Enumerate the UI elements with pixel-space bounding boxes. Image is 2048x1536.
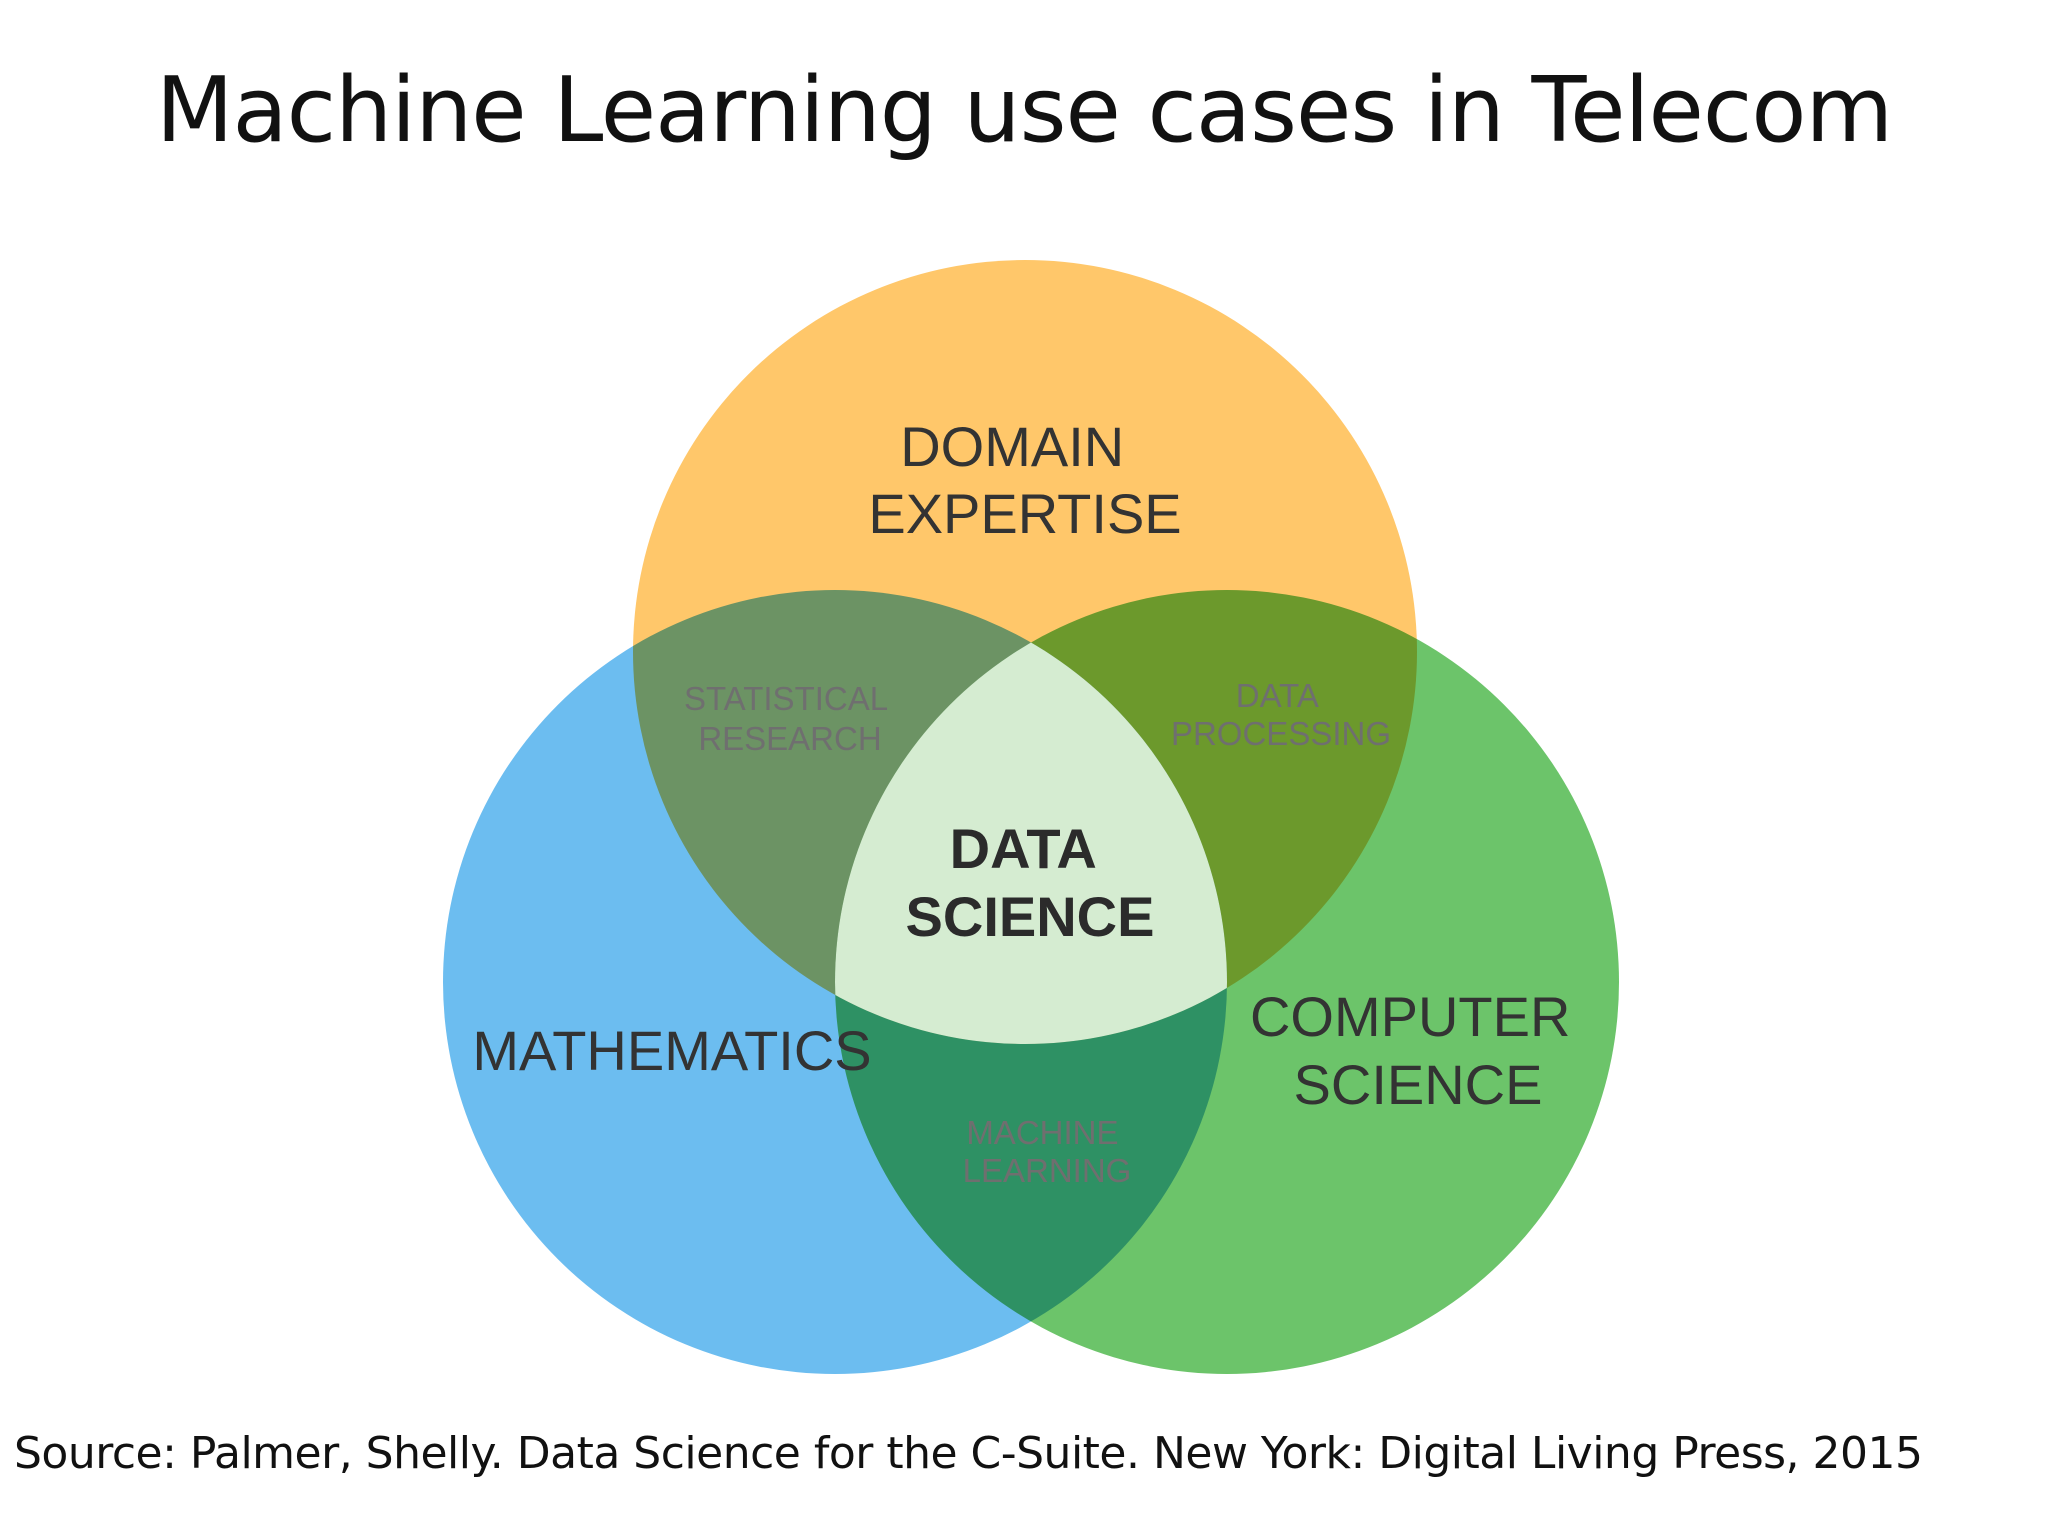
- label-data-science-line2: SCIENCE: [906, 885, 1155, 948]
- label-computer-science-line1: COMPUTER: [1250, 985, 1570, 1048]
- label-data-science-line1: DATA: [950, 817, 1096, 880]
- label-domain-expertise-line1: DOMAIN: [900, 415, 1124, 478]
- slide-title: Machine Learning use cases in Telecom: [155, 58, 1893, 163]
- label-computer-science-line2: SCIENCE: [1294, 1053, 1543, 1116]
- source-citation: Source: Palmer, Shelly. Data Science for…: [14, 1428, 1923, 1479]
- label-data-processing: DATA PROCESSING: [1171, 677, 1391, 752]
- label-mathematics-line1: MATHEMATICS: [472, 1019, 871, 1082]
- label-machine-learning: MACHINE LEARNING: [963, 1114, 1132, 1189]
- label-data-science: DATA SCIENCE: [906, 817, 1155, 948]
- label-machine-learning-line2: LEARNING: [963, 1152, 1132, 1189]
- label-domain-expertise: DOMAIN EXPERTISE: [868, 415, 1181, 545]
- label-domain-expertise-line2: EXPERTISE: [868, 482, 1181, 545]
- label-mathematics: MATHEMATICS: [472, 1019, 871, 1082]
- label-computer-science: COMPUTER SCIENCE: [1250, 985, 1586, 1116]
- label-statistical-research-line2: RESEARCH: [698, 720, 881, 757]
- label-machine-learning-line1: MACHINE: [966, 1114, 1118, 1151]
- label-statistical-research: STATISTICAL RESEARCH: [684, 680, 896, 757]
- label-data-processing-line2: PROCESSING: [1171, 715, 1391, 752]
- venn-center-data-science: [835, 590, 1227, 1044]
- label-statistical-research-line1: STATISTICAL: [684, 680, 888, 717]
- label-data-processing-line1: DATA: [1236, 677, 1319, 714]
